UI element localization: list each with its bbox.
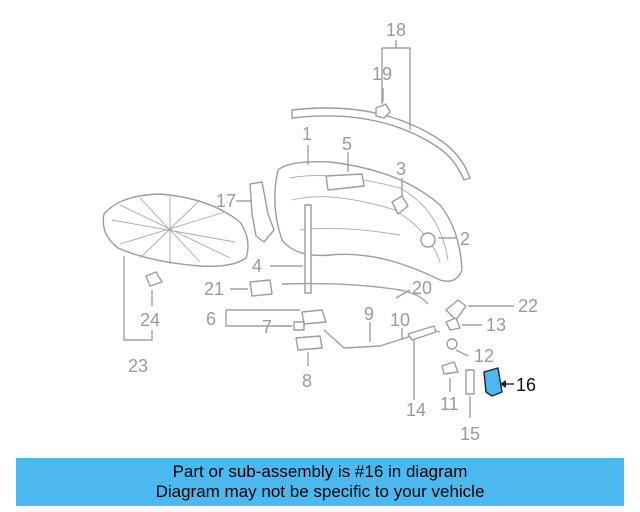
caption-banner: Part or sub-assembly is #16 in diagram D…: [16, 458, 624, 506]
part-7-bolt: [278, 321, 305, 331]
label-24: 24: [140, 310, 160, 330]
label-2: 2: [460, 229, 470, 249]
label-11: 11: [440, 394, 459, 414]
part-10-support: [401, 325, 437, 400]
part-13-clip: [445, 317, 482, 331]
part-22-bracket: [445, 299, 514, 321]
label-16: 16: [516, 375, 536, 395]
label-6: 6: [206, 309, 216, 329]
part-8-latch: [295, 335, 323, 366]
part-23-insulator: [102, 193, 249, 341]
part-6-handle: [225, 309, 327, 327]
label-8: 8: [302, 371, 312, 391]
label-18: 18: [386, 20, 406, 40]
part-21-bracket: [230, 279, 273, 297]
caption-line-2: Diagram may not be specific to your vehi…: [155, 482, 485, 501]
part-2-grommet: [420, 232, 456, 248]
label-12: 12: [474, 346, 494, 366]
part-5-latch: [325, 152, 365, 191]
label-23: 23: [128, 356, 148, 376]
label-20: 20: [412, 278, 432, 298]
label-15: 15: [460, 424, 480, 444]
part-19-clip: [375, 88, 391, 119]
label-7: 7: [262, 317, 272, 337]
label-4: 4: [252, 256, 262, 276]
label-19: 19: [372, 64, 392, 84]
part-15-pin: [465, 369, 475, 418]
label-14: 14: [406, 400, 426, 420]
caption-line-1: Part or sub-assembly is #16 in diagram: [172, 462, 468, 481]
label-1: 1: [302, 124, 312, 144]
part-24-clip: [145, 271, 163, 306]
label-9: 9: [364, 304, 374, 324]
label-3: 3: [396, 159, 406, 179]
part-16-highlighted[interactable]: [483, 367, 514, 397]
label-13: 13: [486, 315, 506, 335]
parts-diagram: 1 2 3 4 5 6 7 8 9 10 11 12 13 14 15 16 1…: [102, 20, 538, 444]
part-3-bumper: [391, 178, 409, 215]
part-4-strut: [270, 204, 312, 294]
label-10: 10: [390, 310, 410, 330]
label-17: 17: [216, 191, 236, 211]
part-1-hood-panel: [274, 145, 463, 282]
label-22: 22: [518, 296, 538, 316]
part-17-hinge: [236, 181, 275, 243]
part-20-cable: [281, 282, 429, 305]
part-12-bumper: [446, 338, 469, 357]
label-21: 21: [204, 279, 224, 299]
label-5: 5: [342, 134, 352, 154]
part-11-clip: [441, 361, 459, 392]
